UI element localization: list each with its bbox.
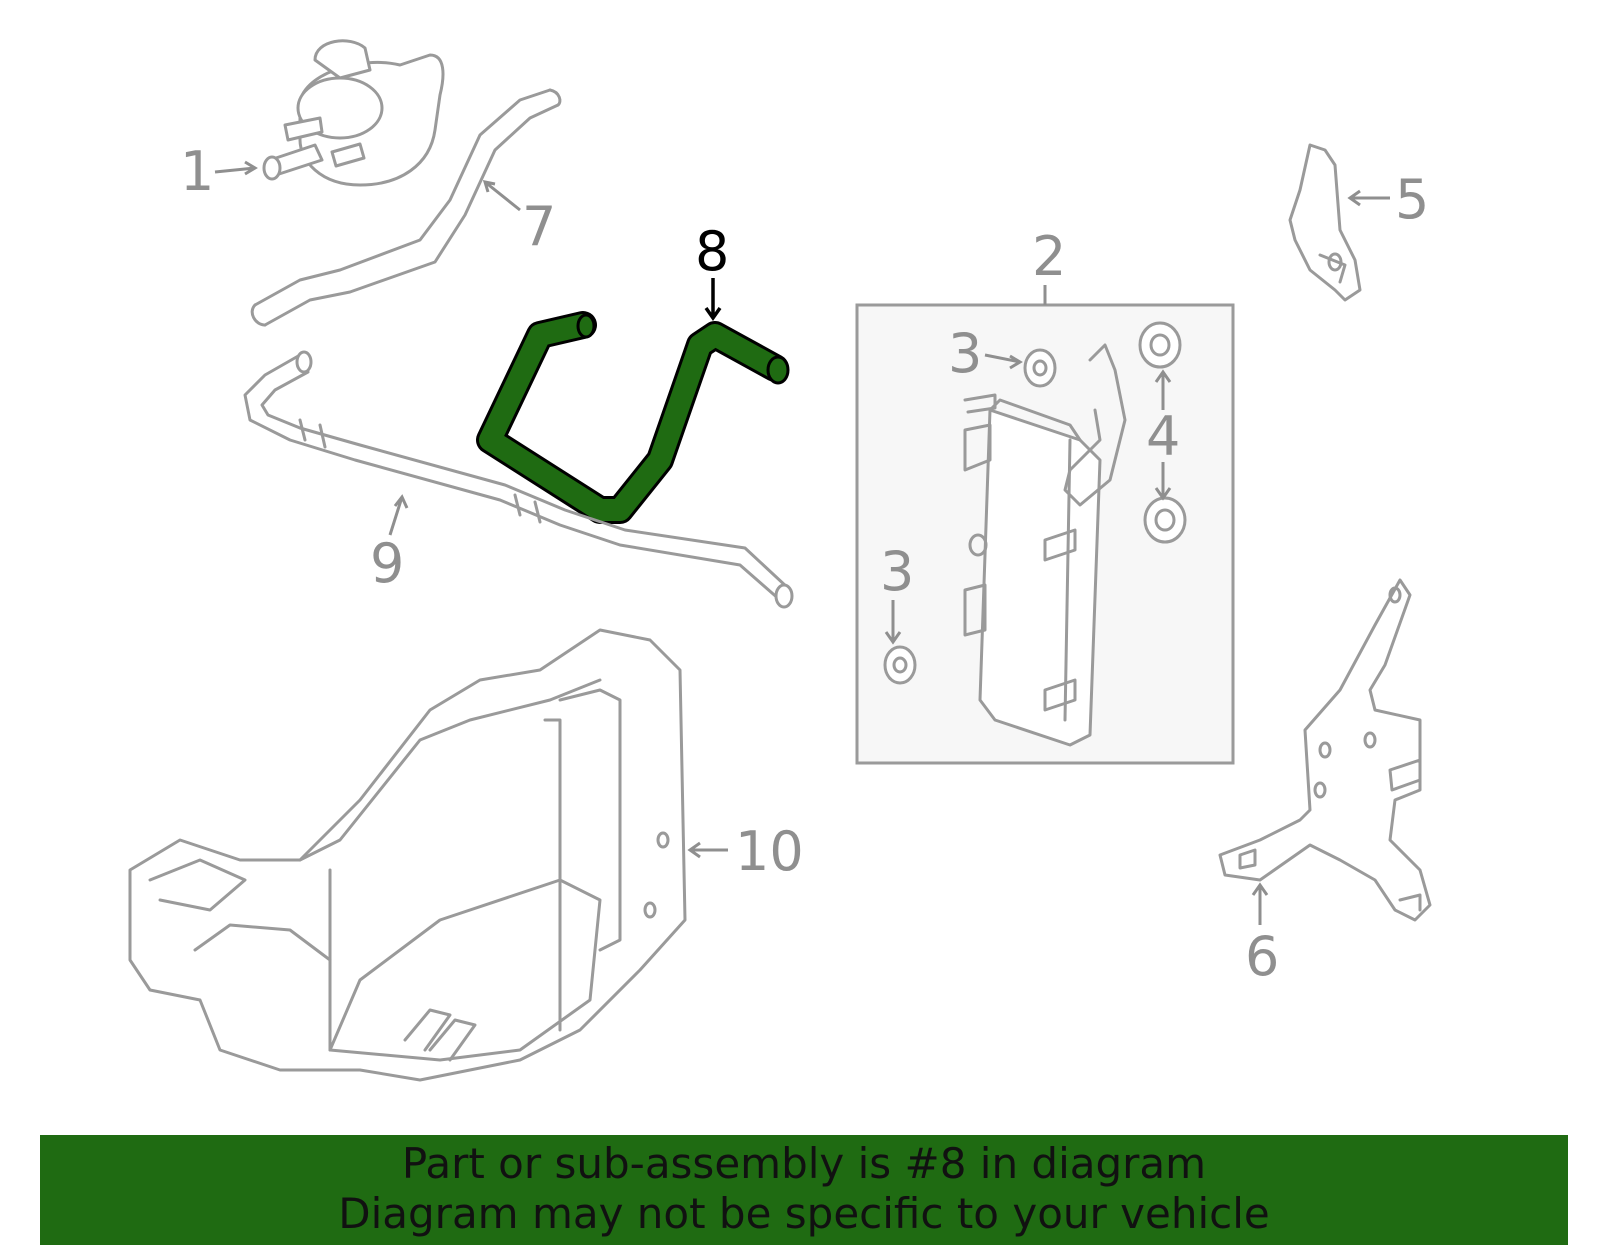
callout-8: 8 [695,220,729,283]
callout-7: 7 [522,195,556,258]
part-1-oil-cooler [262,39,445,187]
callout-10: 10 [735,820,804,883]
part-6-bracket [1218,578,1432,922]
part-3-grommet-top [1023,348,1057,388]
callout-4: 4 [1146,405,1180,468]
callout-6: 6 [1245,925,1279,988]
part-10-shroud [128,628,687,1082]
part-8-hose-highlighted [476,311,790,524]
info-banner: Part or sub-assembly is #8 in diagram Di… [40,1135,1568,1245]
callout-5: 5 [1395,168,1429,231]
banner-line-2: Diagram may not be specific to your vehi… [338,1189,1270,1238]
callout-1: 1 [180,140,214,203]
callout-8-arrow [704,278,722,322]
part-5-bracket [1288,143,1362,302]
callout-3b-arrow [884,600,902,645]
callout-3a: 3 [948,322,982,385]
callout-9-arrow [388,494,409,536]
callout-2: 2 [1032,225,1066,288]
callout-1-arrow [214,160,258,176]
callout-3b: 3 [880,540,914,603]
part-9-pipe [243,350,794,609]
callout-4-arrows [1154,369,1172,501]
part-7-hose [250,88,562,327]
callout-9: 9 [370,532,404,595]
part-4-bushings [1138,321,1187,544]
callout-7-arrow [482,180,521,212]
part-2-cooler [963,343,1127,747]
banner-line-1: Part or sub-assembly is #8 in diagram [401,1139,1207,1188]
callout-6-arrow [1251,882,1269,925]
callout-5-arrow [1347,189,1390,207]
part-3-grommet-bottom [883,645,917,685]
callout-10-arrow [687,841,728,859]
callout-3a-arrow [984,353,1023,370]
